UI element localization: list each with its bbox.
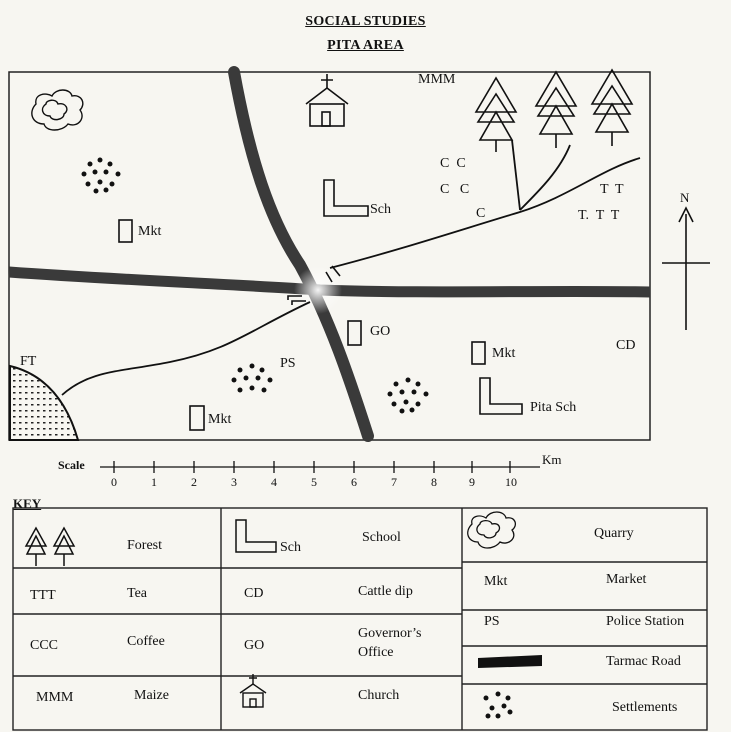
- scale-tick-9: 9: [469, 475, 475, 489]
- scale-tick-3: 3: [231, 475, 237, 489]
- key-maize-symbol: MMM: [36, 690, 74, 705]
- key-governors-office-symbol: GO: [244, 638, 265, 653]
- key-church-meaning: Church: [358, 688, 400, 703]
- settlements-sw-icon: [231, 363, 273, 393]
- market-se-icon: [471, 341, 486, 365]
- key-coffee-meaning: Coffee: [127, 634, 165, 649]
- police-station-label: PS: [280, 356, 296, 371]
- subject-heading: SOCIAL STUDIES: [305, 14, 426, 29]
- key-tea-meaning: Tea: [127, 586, 148, 601]
- key-maize-meaning: Maize: [134, 688, 169, 703]
- cattle-dip-label: CD: [616, 338, 636, 353]
- quarry-icon: [31, 89, 84, 131]
- key-quarry-icon: [467, 511, 517, 549]
- scale-tick-0: 0: [111, 475, 117, 489]
- key-school-symbol: Sch: [280, 540, 301, 555]
- key-cattle-dip-symbol: CD: [244, 586, 264, 601]
- key-coffee-symbol: CCC: [30, 638, 59, 653]
- pita-school-label: Pita Sch: [530, 400, 577, 415]
- forest-trees-icon: [474, 68, 634, 152]
- governors-office-icon: [347, 320, 362, 346]
- coffee-label-1: C C: [440, 156, 466, 171]
- tea-label-1: T T: [600, 182, 624, 197]
- key-cattle-dip-meaning: Cattle dip: [358, 584, 413, 599]
- settlements-nw-icon: [81, 157, 121, 194]
- key-forest-trees-icon: [24, 526, 76, 566]
- forest-area-ft: [9, 364, 80, 441]
- forest-ft-label: FT: [20, 354, 37, 369]
- school-pita-icon: [479, 377, 523, 415]
- key-settlements-meaning: Settlements: [612, 700, 678, 715]
- key-tarmac-road-meaning: Tarmac Road: [606, 654, 681, 669]
- church-icon: [305, 74, 349, 127]
- key-forest-meaning: Forest: [127, 538, 162, 553]
- school-sch-icon: [323, 179, 369, 217]
- scale-tick-1: 1: [151, 475, 157, 489]
- north-arrow-icon: [662, 206, 710, 330]
- scale-tick-6: 6: [351, 475, 357, 489]
- key-governors-office-meaning: Governor’s Office: [358, 626, 422, 660]
- coffee-label-2: C C: [440, 182, 470, 197]
- governors-office-label: GO: [370, 324, 391, 339]
- settlements-se-icon: [387, 377, 429, 414]
- maize-label: MMM: [418, 72, 456, 87]
- key-quarry-meaning: Quarry: [594, 526, 634, 541]
- school-sch-label: Sch: [370, 202, 391, 217]
- scale-tick-2: 2: [191, 475, 197, 489]
- market-nw-label: Mkt: [138, 224, 162, 239]
- key-market-meaning: Market: [606, 572, 647, 587]
- market-sw-label: Mkt: [208, 412, 232, 427]
- market-se-label: Mkt: [492, 346, 516, 361]
- scale-tick-7: 7: [391, 475, 397, 489]
- market-nw-icon: [118, 219, 133, 243]
- compass-north-label: N: [680, 190, 690, 205]
- scale-unit: Km: [542, 452, 562, 467]
- key-market-symbol: Mkt: [484, 574, 508, 589]
- map-area: [8, 66, 710, 473]
- tarmac-road-vertical: [228, 66, 374, 442]
- key-police-station-symbol: PS: [484, 614, 500, 629]
- road-to-ps: [61, 301, 311, 396]
- key-police-station-meaning: Police Station: [606, 614, 685, 629]
- key-settlements-icon: [483, 691, 513, 719]
- market-sw-icon: [189, 405, 205, 431]
- key-tarmac-road-icon: [478, 655, 542, 668]
- scale-tick-5: 5: [311, 475, 317, 489]
- stream-2: [519, 144, 571, 211]
- scale-label: Scale: [58, 458, 85, 472]
- map-title: PITA AREA: [327, 38, 404, 53]
- scale-bar: [100, 461, 540, 473]
- key-tea-symbol: TTT: [30, 588, 56, 603]
- scale-tick-8: 8: [431, 475, 437, 489]
- scale-tick-4: 4: [271, 475, 277, 489]
- map-frame: [8, 71, 651, 441]
- road-to-tea: [329, 157, 641, 269]
- coffee-label-3: C: [476, 206, 486, 221]
- stream-1: [511, 139, 521, 211]
- key-title: KEY: [13, 496, 42, 511]
- scale-tick-10: 10: [505, 475, 517, 489]
- key-school-icon: [235, 519, 277, 553]
- tea-label-2: T. T T: [578, 208, 620, 223]
- key-school-meaning: School: [362, 530, 401, 545]
- key-church-icon: [239, 674, 267, 708]
